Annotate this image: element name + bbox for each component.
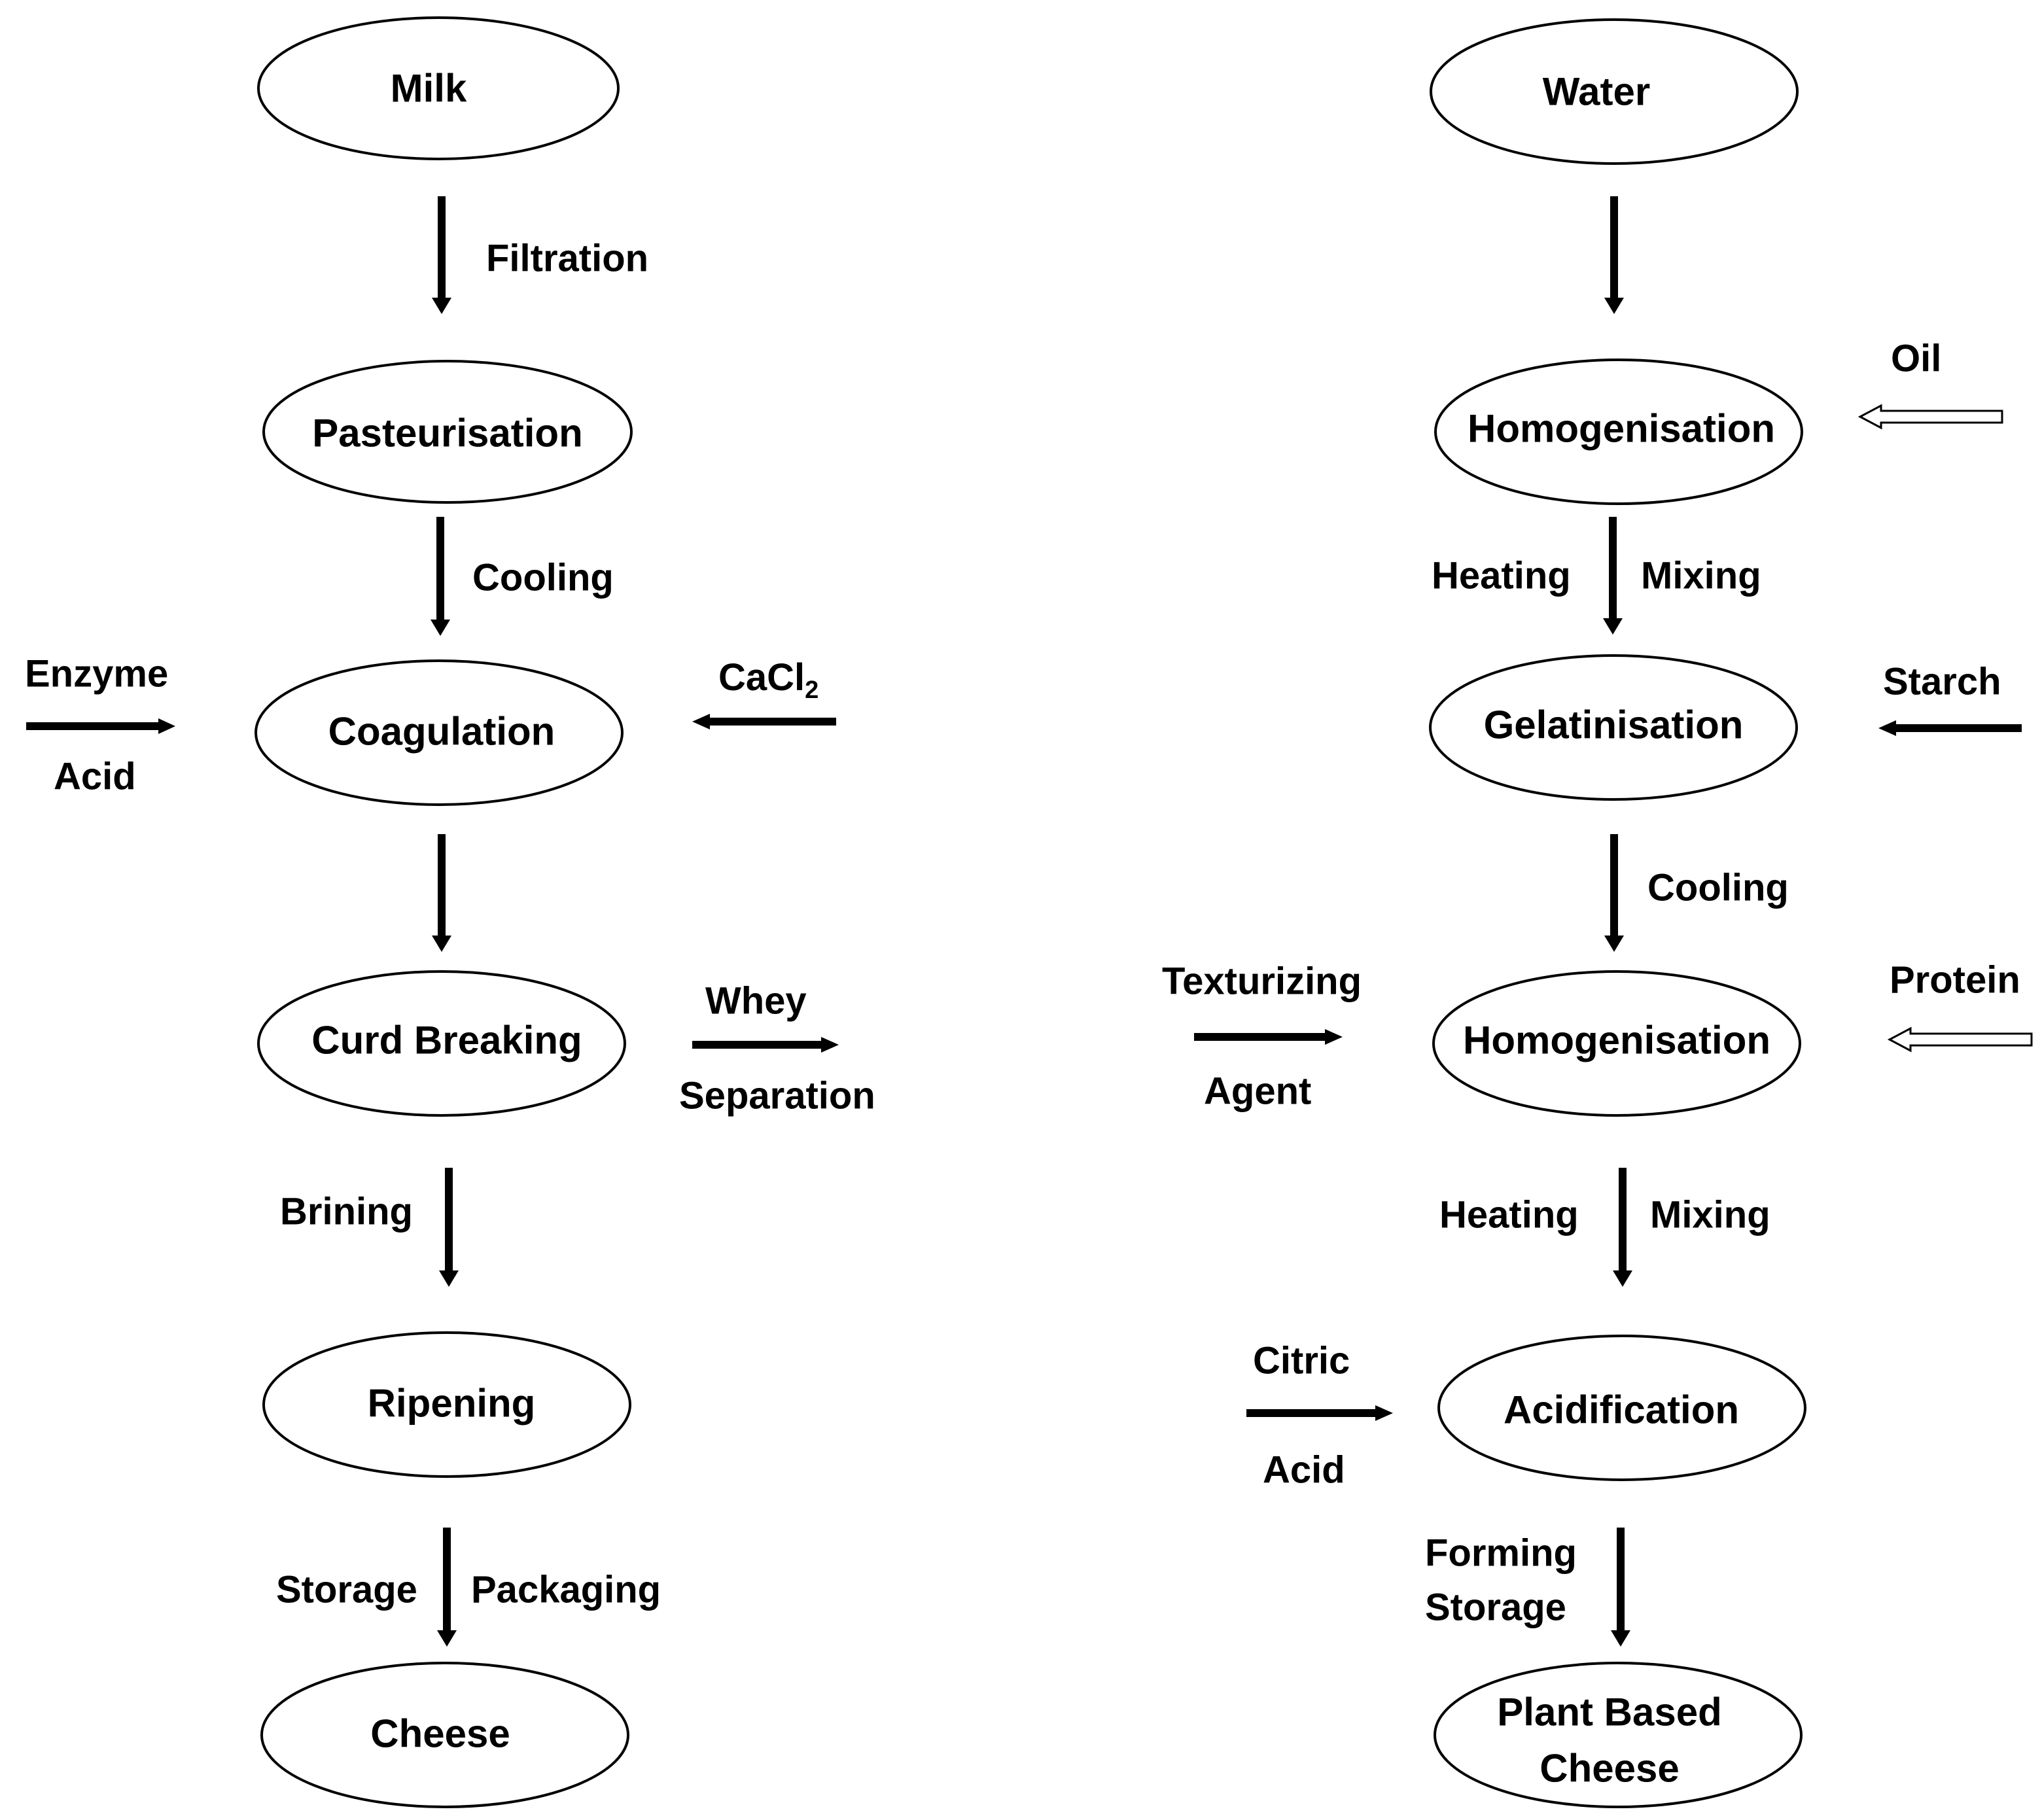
arrow-coagulation-to-curd-breaking xyxy=(432,834,451,952)
label-packaging: Packaging xyxy=(471,1569,661,1611)
node-water-label: Water xyxy=(1543,70,1650,114)
label-citric-acid: Acid xyxy=(1263,1449,1345,1492)
label-acid: Acid xyxy=(54,756,136,798)
label-cacl2: CaCl2 xyxy=(718,656,819,705)
label-storage-plant: Storage xyxy=(1425,1586,1566,1629)
label-cooling: Cooling xyxy=(472,557,614,599)
node-coagulation-label: Coagulation xyxy=(328,710,555,754)
node-plant-based-label-1: Plant Based xyxy=(1497,1690,1721,1734)
node-acidification-label: Acidification xyxy=(1504,1388,1739,1432)
label-enzyme: Enzyme xyxy=(25,653,168,695)
arrow-acidification-to-plant-cheese xyxy=(1611,1528,1630,1647)
label-mixing-2: Mixing xyxy=(1650,1194,1770,1236)
label-citric: Citric xyxy=(1253,1340,1350,1382)
label-texturizing: Texturizing xyxy=(1162,960,1362,1003)
node-cheese: Cheese xyxy=(260,1662,629,1808)
node-ripening: Ripening xyxy=(262,1331,631,1478)
node-pasteurisation: Pasteurisation xyxy=(262,360,633,504)
arrow-water-to-homogenisation xyxy=(1604,196,1624,314)
label-heating-1: Heating xyxy=(1432,555,1571,597)
arrow-cacl2-in xyxy=(692,714,836,729)
node-gelatinisation-label: Gelatinisation xyxy=(1484,703,1744,747)
arrow-protein-in xyxy=(1887,1026,2033,1053)
arrow-ripening-to-cheese xyxy=(437,1528,457,1647)
arrow-homogenisation-to-acidification xyxy=(1613,1168,1632,1287)
label-whey: Whey xyxy=(705,980,807,1023)
node-water: Water xyxy=(1430,18,1799,165)
node-homogenisation-2-label: Homogenisation xyxy=(1463,1019,1770,1062)
label-filtration: Filtration xyxy=(486,237,648,280)
label-separation: Separation xyxy=(679,1075,875,1117)
label-brining: Brining xyxy=(280,1191,413,1233)
node-coagulation: Coagulation xyxy=(255,659,624,806)
label-protein: Protein xyxy=(1890,959,2020,1002)
arrow-pasteurisation-to-coagulation xyxy=(431,517,450,636)
node-homogenisation-1: Homogenisation xyxy=(1434,359,1803,505)
arrow-milk-to-pasteurisation xyxy=(432,196,451,314)
label-starch: Starch xyxy=(1883,661,2001,703)
node-milk-label: Milk xyxy=(391,67,467,111)
arrow-starch-in xyxy=(1878,720,2022,736)
label-oil: Oil xyxy=(1891,338,1941,380)
arrow-enzyme-acid-in xyxy=(26,718,175,734)
node-plant-based-label-2: Cheese xyxy=(1540,1747,1679,1791)
arrow-citric-acid-in xyxy=(1246,1405,1393,1421)
node-homogenisation-1-label: Homogenisation xyxy=(1468,407,1775,451)
arrow-whey-out xyxy=(692,1037,839,1053)
node-homogenisation-2: Homogenisation xyxy=(1432,970,1801,1117)
arrow-gelatinisation-to-homogenisation xyxy=(1604,834,1624,952)
arrow-curd-breaking-to-ripening xyxy=(439,1168,459,1287)
arrow-oil-in xyxy=(1857,404,2003,430)
node-gelatinisation: Gelatinisation xyxy=(1429,654,1798,801)
node-curd-breaking: Curd Breaking xyxy=(257,970,626,1117)
arrow-homogenisation-to-gelatinisation xyxy=(1603,517,1623,635)
node-curd-breaking-label: Curd Breaking xyxy=(311,1019,582,1062)
label-agent: Agent xyxy=(1204,1070,1311,1113)
node-pasteurisation-label: Pasteurisation xyxy=(312,411,582,455)
label-forming: Forming xyxy=(1425,1532,1577,1575)
node-acidification: Acidification xyxy=(1437,1335,1806,1481)
node-cheese-label: Cheese xyxy=(370,1712,510,1756)
label-storage: Storage xyxy=(276,1569,417,1611)
node-plant-based-cheese: Plant Based Cheese xyxy=(1434,1662,1803,1808)
label-heating-2: Heating xyxy=(1439,1194,1579,1236)
label-mixing-1: Mixing xyxy=(1641,555,1761,597)
label-cooling-plant: Cooling xyxy=(1647,867,1789,909)
node-ripening-label: Ripening xyxy=(368,1382,536,1426)
node-milk: Milk xyxy=(257,16,620,160)
arrow-texturizing-agent-in xyxy=(1194,1029,1343,1045)
